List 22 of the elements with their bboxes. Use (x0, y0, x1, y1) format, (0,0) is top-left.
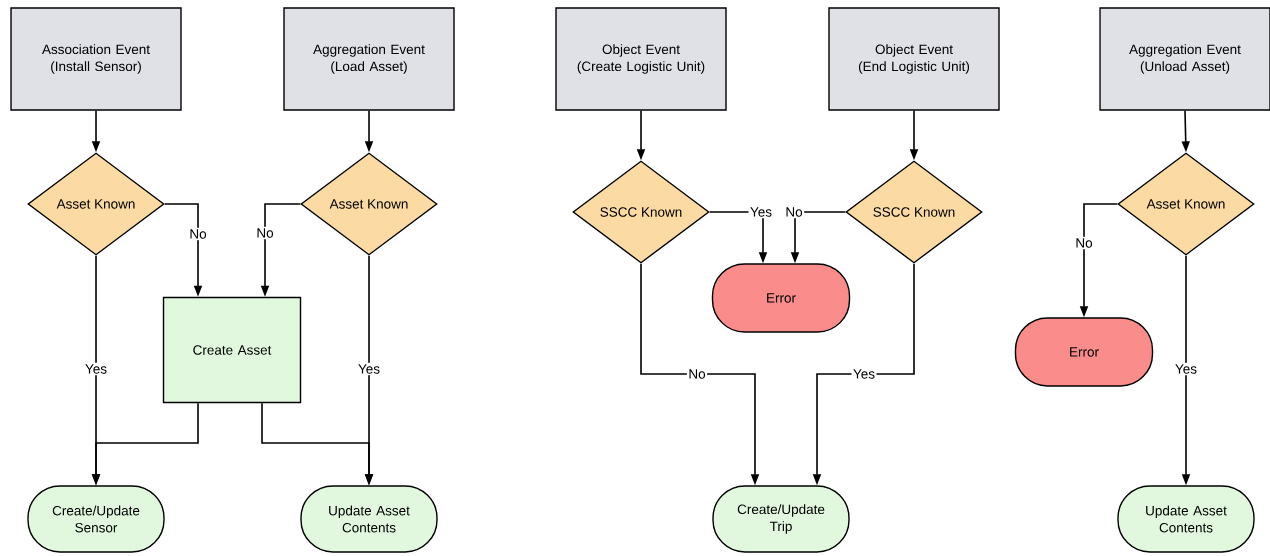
edge-label: Yes (1173, 362, 1199, 376)
process-box: Create Asset (162, 296, 302, 404)
error-terminal: Error (711, 263, 851, 333)
event-box: Aggregation Event (Load Asset) (283, 7, 455, 111)
edge-label: No (1073, 236, 1095, 250)
error-terminal: Error (1014, 317, 1154, 387)
end-terminal: Create/Update Trip (712, 485, 850, 553)
edge-label: No (187, 227, 209, 241)
event-box: Association Event (Install Sensor) (10, 7, 182, 111)
edge-label: No (783, 205, 805, 219)
end-terminal: Update Asset Contents (1117, 485, 1255, 553)
event-box: Object Event (Create Logistic Unit) (555, 7, 727, 111)
edge-label: Yes (356, 362, 382, 376)
edge-label: Yes (748, 205, 774, 219)
edge-label: Yes (83, 362, 109, 376)
edge-label: Yes (851, 367, 877, 381)
edge-label: No (686, 367, 708, 381)
end-terminal: Update Asset Contents (300, 485, 438, 553)
edge-label: No (254, 226, 276, 240)
event-box: Aggregation Event (Unload Asset) (1099, 7, 1270, 111)
event-box: Object Event (End Logistic Unit) (828, 7, 1000, 111)
end-terminal: Create/Update Sensor (27, 485, 165, 553)
